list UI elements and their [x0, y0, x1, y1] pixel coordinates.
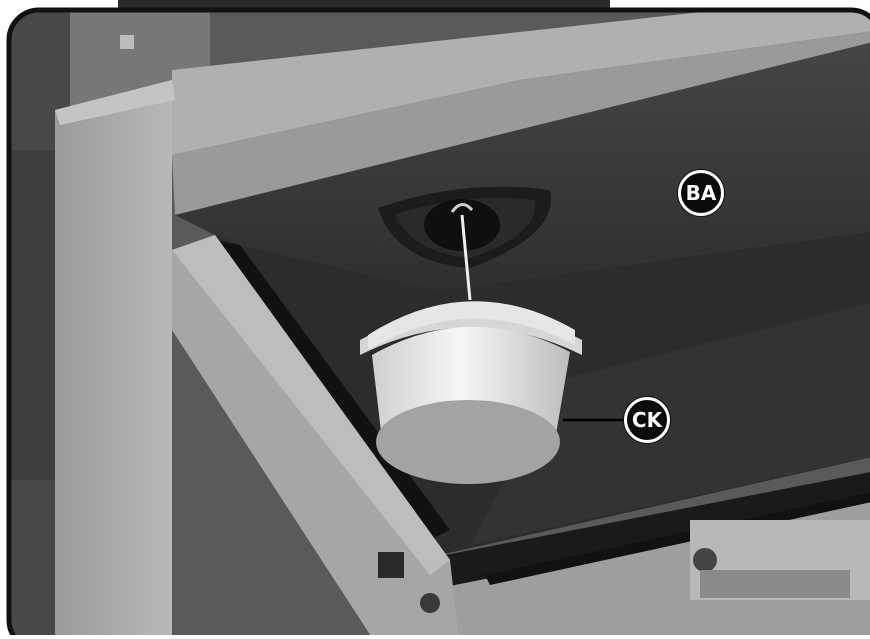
frame-border [6, 7, 870, 639]
callout-ba-label: BA [685, 181, 717, 205]
callout-ck-label: CK [631, 408, 663, 432]
top-panel [175, 40, 870, 290]
callout-ba: BA [678, 170, 724, 216]
left-post [55, 80, 172, 639]
grease-cup [360, 301, 582, 484]
cup-string [460, 214, 472, 301]
front-rail-shadow [420, 470, 870, 590]
callout-ck: CK [624, 397, 670, 443]
cup-bottom [376, 400, 560, 484]
top-rail [172, 10, 870, 155]
